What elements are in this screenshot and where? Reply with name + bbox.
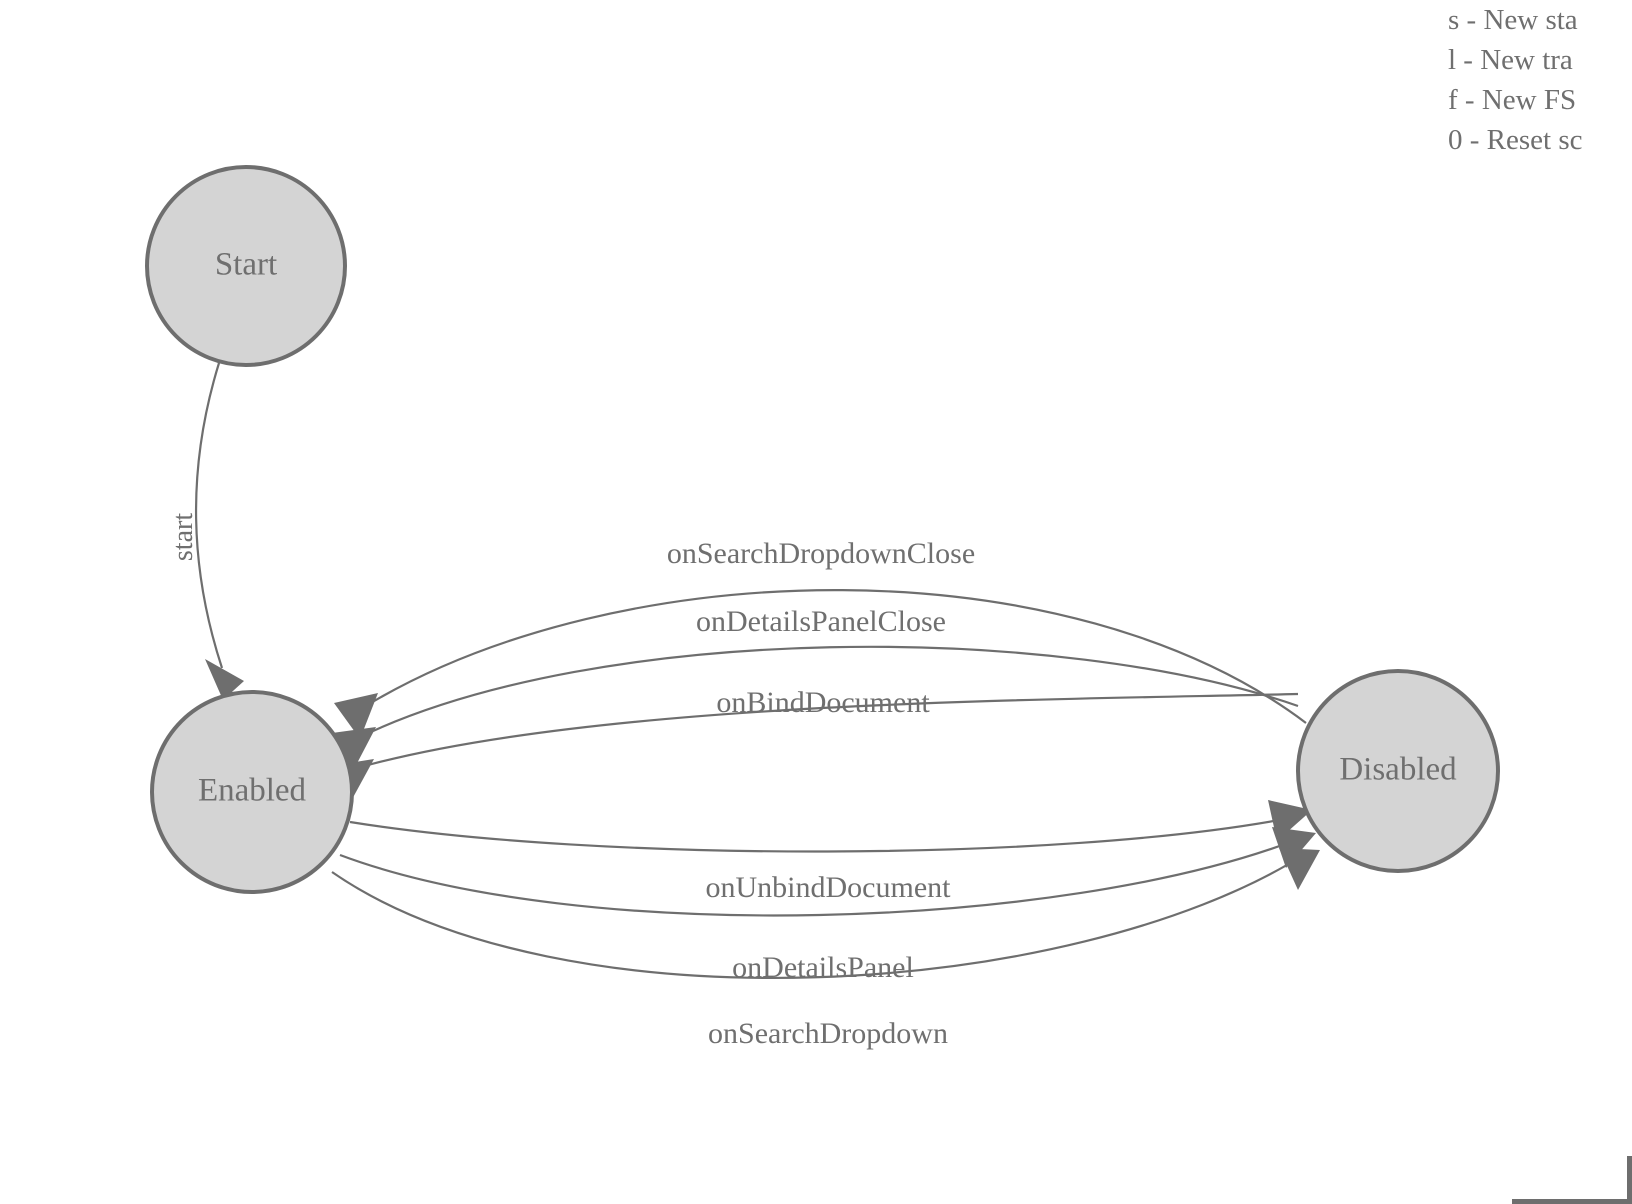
edge-path-binddocument bbox=[356, 692, 1299, 770]
edge-path-detailspanel bbox=[339, 838, 1297, 917]
edge-label-searchdropdownclose: onSearchDropdownClose bbox=[667, 537, 975, 570]
edge-path-searchdropdownclose bbox=[363, 589, 1307, 724]
edge-enabled-to-disabled-unbinddocument[interactable]: onUnbindDocument bbox=[349, 800, 1312, 904]
node-start-label: Start bbox=[215, 247, 277, 283]
edge-label-detailspanelclose: onDetailsPanelClose bbox=[696, 605, 946, 638]
node-enabled-label: Enabled bbox=[198, 773, 307, 809]
edge-disabled-to-enabled-binddocument[interactable]: onBindDocument bbox=[330, 686, 1299, 803]
arrowhead-start-to-enabled bbox=[205, 659, 244, 700]
node-disabled-circle[interactable] bbox=[1296, 669, 1500, 873]
node-enabled[interactable]: Enabled bbox=[150, 690, 354, 894]
edge-label-detailspanel: onDetailsPanel bbox=[732, 951, 914, 984]
edge-path-detailspanelclose bbox=[359, 645, 1299, 738]
edge-path-unbinddocument bbox=[349, 816, 1291, 853]
edge-start-to-enabled[interactable]: start bbox=[168, 362, 244, 700]
edge-label-unbinddocument: onUnbindDocument bbox=[706, 871, 952, 904]
edge-label-binddocument: onBindDocument bbox=[716, 686, 930, 719]
node-disabled-label: Disabled bbox=[1339, 752, 1457, 788]
arrowhead-detailspanelclose bbox=[332, 727, 376, 771]
node-enabled-circle[interactable] bbox=[150, 690, 354, 894]
edge-path-start bbox=[195, 362, 224, 669]
edge-label-searchdropdown: onSearchDropdown bbox=[708, 1017, 948, 1050]
node-start-circle[interactable] bbox=[145, 165, 347, 367]
arrowhead-searchdropdown bbox=[1279, 848, 1320, 890]
arrowhead-searchdropdownclose bbox=[334, 693, 378, 739]
edge-disabled-to-enabled-detailspanelclose[interactable]: onDetailsPanelClose bbox=[332, 605, 1299, 771]
arrowhead-detailspanel bbox=[1272, 827, 1316, 868]
edge-disabled-to-enabled-searchdropdownclose[interactable]: onSearchDropdownClose bbox=[334, 537, 1307, 739]
edge-path-searchdropdown bbox=[331, 855, 1303, 979]
edge-enabled-to-disabled-searchdropdown[interactable]: onSearchDropdown bbox=[331, 848, 1320, 1050]
node-disabled[interactable]: Disabled bbox=[1296, 669, 1500, 873]
horizontal-scrollbar-thumb[interactable] bbox=[1512, 1199, 1627, 1204]
edge-label-start: start bbox=[168, 513, 199, 561]
vertical-scrollbar-thumb[interactable] bbox=[1627, 1156, 1632, 1204]
node-start[interactable]: Start bbox=[145, 165, 347, 367]
